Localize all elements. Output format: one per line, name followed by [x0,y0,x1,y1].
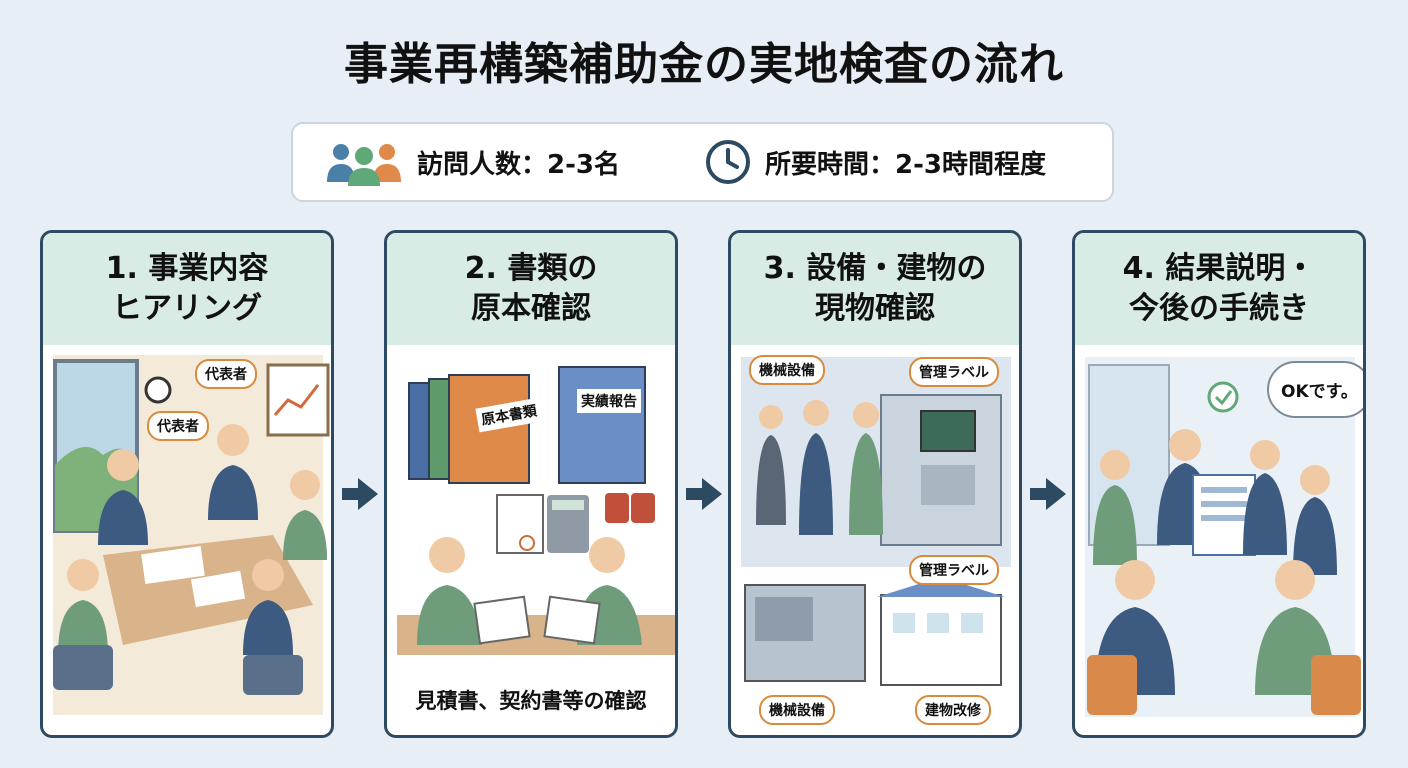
step-3-heading: 3. 設備・建物の 現物確認 [731,233,1019,345]
duration: 所要時間：2-3時間程度 [705,124,1046,200]
info-bar: 訪問人数：2-3名 所要時間：2-3時間程度 [291,122,1114,202]
meeting-illustration: 代表者 代表者 [43,345,331,735]
arrow-right-icon [1030,478,1066,510]
management-label-top: 管理ラベル [909,357,999,387]
representative-label-2: 代表者 [147,411,209,441]
machinery-label-bottom: 機械設備 [759,695,835,725]
step-4-card: 4. 結果説明・ 今後の手続き OKです。 [1072,230,1366,738]
documents-caption: 見積書、契約書等の確認 [415,689,647,713]
step-1-card: 1. 事業内容 ヒアリング 代表者 代表者 [40,230,334,738]
clock-icon [706,140,750,184]
building-renovation-label: 建物改修 [915,695,991,725]
inspection-illustration: 機械設備 管理ラベル 管理ラベル 機械設備 建物改修 [731,345,1019,735]
people-icon [327,144,401,186]
step-3-card: 3. 設備・建物の 現物確認 機械設備 管理ラベル 管理ラベル 機械設備 建物改… [728,230,1022,738]
documents-illustration: 原本書類 実績報告 見積書、契約書等の確認 [387,345,675,735]
page-title: 事業再構築補助金の実地検査の流れ [344,39,1064,90]
visitor-count-label: 訪問人数：2-3名 [417,149,620,180]
speech-bubble: OKです。 [1267,361,1363,418]
machinery-label-top: 機械設備 [749,355,825,385]
step-2-heading: 2. 書類の 原本確認 [387,233,675,345]
step-4-heading: 4. 結果説明・ 今後の手続き [1075,233,1363,345]
visitor-count: 訪問人数：2-3名 [325,124,620,200]
management-label-bottom: 管理ラベル [909,555,999,585]
representative-label-1: 代表者 [195,359,257,389]
performance-report-binder-label: 実績報告 [577,389,641,413]
arrow-right-icon [686,478,722,510]
arrow-right-icon [342,478,378,510]
step-2-card: 2. 書類の 原本確認 原本書類 実績報告 見積書、契約書等の確認 [384,230,678,738]
duration-label: 所要時間：2-3時間程度 [765,149,1046,180]
results-illustration: OKです。 [1075,345,1363,735]
step-1-heading: 1. 事業内容 ヒアリング [43,233,331,345]
